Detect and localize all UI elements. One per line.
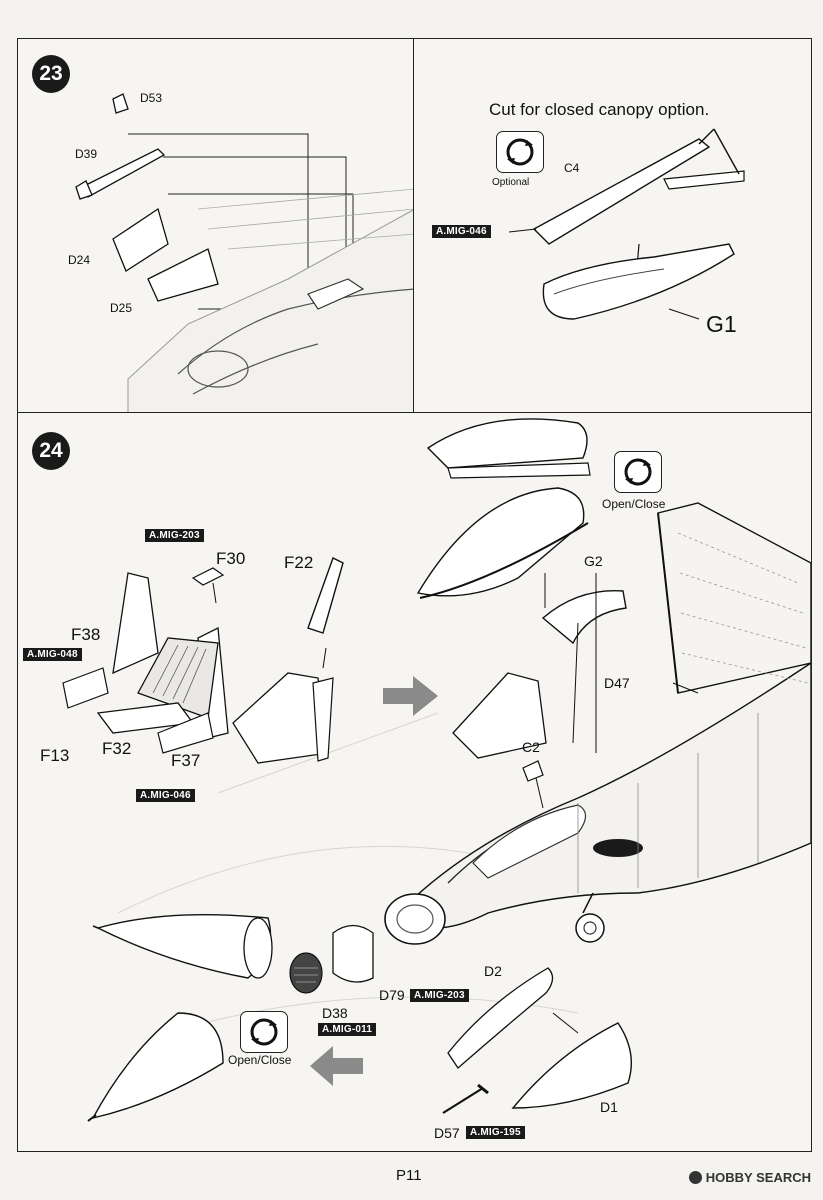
open-close-icon-box-bottom <box>240 1011 288 1053</box>
part-label-f32: F32 <box>102 739 132 758</box>
paint-code-seat-bottom: A.MIG-046 <box>136 789 195 802</box>
part-label-d38: D38 <box>322 1005 348 1021</box>
part-label-c4: C4 <box>564 161 580 175</box>
paint-code-c4: A.MIG-046 <box>432 225 491 238</box>
part-label-d53: D53 <box>140 91 163 105</box>
part-label-f30: F30 <box>216 549 246 568</box>
paint-code-seat-left: A.MIG-048 <box>23 648 82 661</box>
part-label-d24: D24 <box>68 253 91 267</box>
open-close-icon-box-top <box>614 451 662 493</box>
paint-code-d38: A.MIG-011 <box>318 1023 377 1036</box>
step-23-canopy-drawing <box>508 128 745 320</box>
hobby-search-logo-icon <box>688 1171 702 1184</box>
hobby-search-watermark: HOBBY SEARCH <box>688 1170 811 1185</box>
part-label-c2: C2 <box>522 739 540 755</box>
part-label-d2: D2 <box>484 963 502 979</box>
step-23-option-panel: Cut for closed canopy option. Optional C… <box>413 38 812 415</box>
page-number: P11 <box>396 1167 422 1184</box>
step-number-badge: 24 <box>32 432 70 470</box>
part-label-f37: F37 <box>171 751 201 770</box>
step-23-panel: 23 D53 D39 D24 D25 <box>17 38 416 415</box>
step-23-left-drawing <box>75 93 415 414</box>
part-label-f38: F38 <box>71 625 101 644</box>
rotate-icon <box>506 138 534 166</box>
step-24-drawing <box>62 418 811 1122</box>
step-number-badge: 23 <box>32 55 70 93</box>
part-label-f13: F13 <box>40 746 70 765</box>
paint-code-d79: A.MIG-203 <box>410 989 469 1002</box>
open-close-label-bottom: Open/Close <box>228 1053 292 1067</box>
part-label-f22: F22 <box>284 553 314 572</box>
rotate-icon <box>624 458 652 486</box>
part-label-d25: D25 <box>110 301 133 315</box>
part-label-g1: G1 <box>706 311 737 337</box>
part-label-d57: D57 <box>434 1125 460 1141</box>
optional-icon-box <box>496 131 544 173</box>
part-label-d79: D79 <box>379 987 405 1003</box>
part-label-d47: D47 <box>604 675 630 691</box>
watermark-text: HOBBY SEARCH <box>705 1170 811 1185</box>
part-label-g2: G2 <box>584 553 603 569</box>
optional-label: Optional <box>492 177 530 188</box>
paint-code-d57: A.MIG-195 <box>466 1126 525 1139</box>
part-label-d39: D39 <box>75 147 98 161</box>
paint-code-seat-top: A.MIG-203 <box>145 529 204 542</box>
rotate-icon <box>250 1018 278 1046</box>
step-24-panel: 24 A.MIG-203 F30 F22 F38 A.MIG-048 F13 F… <box>17 412 812 1152</box>
part-label-d1: D1 <box>600 1099 618 1115</box>
cut-instruction: Cut for closed canopy option. <box>489 100 710 119</box>
open-close-label-top: Open/Close <box>602 497 666 511</box>
